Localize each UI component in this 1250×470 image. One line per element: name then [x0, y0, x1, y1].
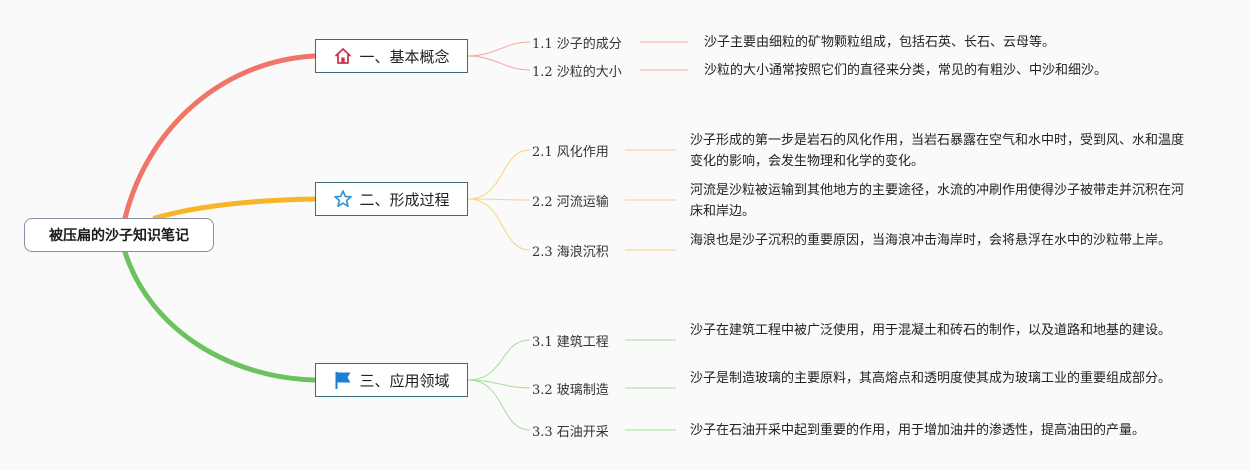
branch-connector-2 [152, 196, 318, 221]
sub-connector-2-3 [467, 198, 531, 251]
branch-node-basic-concepts[interactable]: 一、基本概念 [315, 39, 468, 73]
sub-connector-2-1 [467, 149, 531, 200]
branch-node-formation-process[interactable]: 二、形成过程 [315, 182, 468, 216]
branch-label: 一、基本概念 [359, 47, 450, 66]
sub-connector-2-2 [467, 198, 531, 201]
subtopic-2-3[interactable]: 2.3 海浪沉积 [532, 245, 609, 260]
subtopic-1-1[interactable]: 1.1 沙子的成分 [532, 37, 622, 52]
description-3-2: 沙子是制造玻璃的主要原料，其高熔点和透明度使其成为玻璃工业的重要组成部分。 [690, 371, 1172, 386]
sub-connector-1-1 [467, 41, 531, 57]
subtopic-3-3[interactable]: 3.3 石油开采 [532, 425, 609, 440]
branch-label: 二、形成过程 [359, 190, 450, 209]
description-2-1: 沙子形成的第一步是岩石的风化作用，当岩石暴露在空气和水中时，受到风、水和温度变化… [690, 133, 1185, 169]
sub-connector-3-3 [467, 379, 531, 431]
description-1-1: 沙子主要由细粒的矿物颗粒组成，包括石英、长石、云母等。 [704, 35, 1056, 50]
subtopic-1-2[interactable]: 1.2 沙粒的大小 [532, 65, 622, 80]
sub-connector-1-2 [467, 55, 531, 71]
flag-icon [333, 370, 353, 390]
description-2-3: 海浪也是沙子沉积的重要原因，当海浪冲击海岸时，会将悬浮在水中的沙粒带上岸。 [690, 233, 1172, 248]
branch-connector-1 [122, 53, 318, 221]
branch-connector-3 [122, 249, 318, 383]
root-label: 被压扁的沙子知识笔记 [49, 228, 189, 244]
star-icon [333, 189, 353, 209]
description-1-2: 沙粒的大小通常按照它们的直径来分类，常见的有粗沙、中沙和细沙。 [704, 63, 1108, 78]
branch-label: 三、应用领域 [359, 371, 450, 390]
description-3-3: 沙子在石油开采中起到重要的作用，用于增加油井的渗透性，提高油田的产量。 [690, 423, 1146, 438]
branch-node-applications[interactable]: 三、应用领域 [315, 363, 468, 397]
root-node[interactable]: 被压扁的沙子知识笔记 [24, 218, 214, 252]
sub-connector-3-1 [467, 339, 531, 381]
description-2-2: 河流是沙粒被运输到其他地方的主要途径，水流的冲刷作用使得沙子被带走并沉积在河床和… [690, 183, 1185, 219]
subtopic-2-1[interactable]: 2.1 风化作用 [532, 145, 609, 160]
subtopic-3-2[interactable]: 3.2 玻璃制造 [532, 383, 609, 398]
subtopic-2-2[interactable]: 2.2 河流运输 [532, 195, 609, 210]
house-icon [333, 46, 353, 66]
subtopic-3-1[interactable]: 3.1 建筑工程 [532, 335, 609, 350]
description-3-1: 沙子在建筑工程中被广泛使用，用于混凝土和砖石的制作，以及道路和地基的建设。 [690, 323, 1172, 338]
